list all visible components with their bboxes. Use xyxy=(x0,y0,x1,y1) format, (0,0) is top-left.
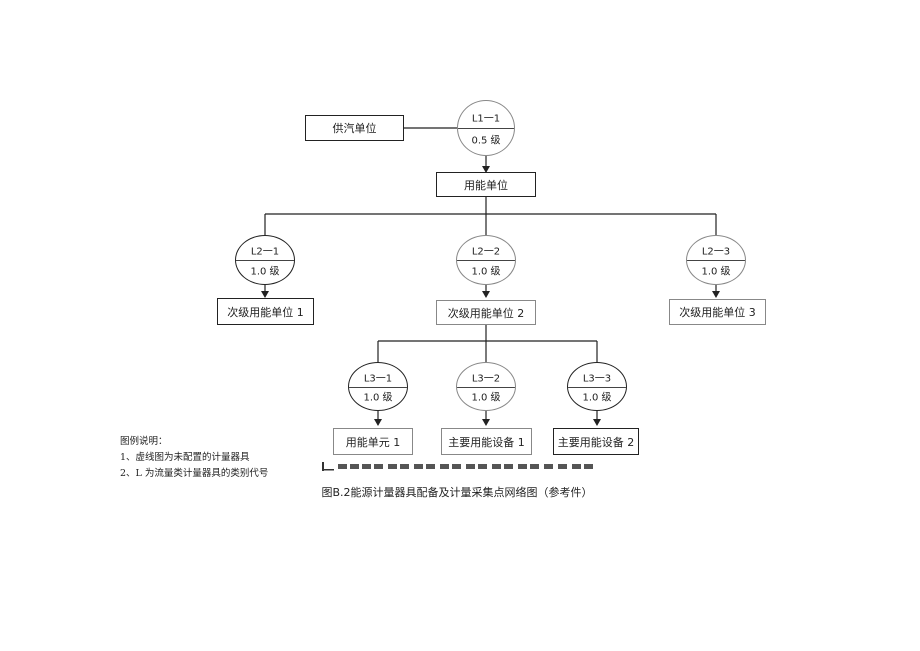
sub-unit-3-box: 次级用能单位 3 xyxy=(669,299,766,325)
meter-l2-1: L2一1 1.0 级 xyxy=(235,235,295,285)
meter-l3-3: L3一3 1.0 级 xyxy=(567,362,627,411)
end-unit-3-box: 主要用能设备 2 xyxy=(553,428,639,455)
meter-code: L2一3 xyxy=(701,246,731,258)
meter-code: L1一1 xyxy=(471,113,501,125)
meter-l3-2: L3一2 1.0 级 xyxy=(456,362,516,411)
main-unit-label: 用能单位 xyxy=(464,178,508,192)
meter-divider xyxy=(457,386,515,388)
end-unit-1-label: 用能单元 1 xyxy=(345,435,401,449)
end-unit-2-box: 主要用能设备 1 xyxy=(441,428,532,455)
end-unit-3-label: 主要用能设备 2 xyxy=(557,435,635,449)
meter-l1-1: L1一1 0.5 级 xyxy=(457,100,515,156)
end-unit-2-label: 主要用能设备 1 xyxy=(448,435,525,449)
sub-unit-3-label: 次级用能单位 3 xyxy=(679,306,756,319)
meter-grade: 0.5 级 xyxy=(471,135,501,147)
meter-code: L3一3 xyxy=(582,373,612,385)
figure-caption: 图B.2能源计量器具配备及计量采集点网络图（参考件） xyxy=(321,486,593,499)
legend-title: 图例说明： xyxy=(120,436,168,447)
meter-code: L2一2 xyxy=(471,246,501,258)
end-unit-1-box: 用能单元 1 xyxy=(333,428,413,455)
legend-item-1: 1、虚线图为未配置的计量器具 xyxy=(120,452,250,463)
meter-divider xyxy=(568,386,626,388)
meter-code: L3一2 xyxy=(471,373,501,385)
sub-unit-1-box: 次级用能单位 1 xyxy=(217,298,314,325)
sub-unit-1-label: 次级用能单位 1 xyxy=(227,305,304,319)
meter-grade: 1.0 级 xyxy=(701,266,731,278)
sub-unit-2-label: 次级用能单位 2 xyxy=(447,306,525,320)
meter-code: L2一1 xyxy=(250,246,280,258)
meter-grade: 1.0 级 xyxy=(250,266,280,278)
meter-l2-3: L2一3 1.0 级 xyxy=(686,235,746,285)
meter-code: L3一1 xyxy=(363,373,393,385)
meter-divider xyxy=(349,386,407,388)
meter-divider xyxy=(458,128,514,129)
meter-divider xyxy=(236,260,294,261)
meter-grade: 1.0 级 xyxy=(363,392,393,404)
meter-grade: 1.0 级 xyxy=(582,392,612,404)
legend-item-2: 2、L 为流量类计量器具的类别代号 xyxy=(120,468,269,479)
meter-divider xyxy=(457,260,515,261)
meter-grade: 1.0 级 xyxy=(471,392,501,404)
main-unit-box: 用能单位 xyxy=(436,172,536,197)
garbled-text-strip xyxy=(322,462,593,471)
meter-divider xyxy=(687,260,745,261)
meter-l3-1: L3一1 1.0 级 xyxy=(348,362,408,411)
sub-unit-2-box: 次级用能单位 2 xyxy=(436,300,536,325)
supply-unit-label: 供汽单位 xyxy=(332,122,377,135)
meter-l2-2: L2一2 1.0 级 xyxy=(456,235,516,285)
legend: 图例说明： 1、虚线图为未配置的计量器具 2、L 为流量类计量器具的类别代号 xyxy=(120,434,268,482)
supply-unit-box: 供汽单位 xyxy=(305,115,404,141)
meter-grade: 1.0 级 xyxy=(471,266,501,278)
